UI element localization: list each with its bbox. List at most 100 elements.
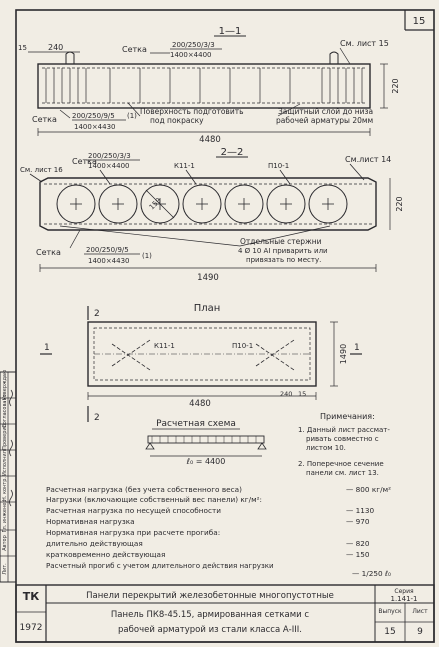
design-scheme: Расчетная схема ℓ₀ = 4400 — [145, 419, 267, 466]
loads-block: Расчетная нагрузка (без учета собственно… — [46, 485, 391, 578]
scheme-beam — [147, 435, 265, 444]
notes-title: Примечания: — [320, 412, 375, 421]
s2-sm-list-left: См. лист 16 — [20, 166, 63, 174]
section-1-label: 1—1 — [219, 26, 242, 37]
s2-setka-top-spec: 200/250/3/3 — [88, 152, 131, 160]
load-row-7-label: кратковременно действующая — [46, 550, 165, 559]
stamp-row-1: Утверждаю — [2, 370, 8, 400]
s2-voids — [56, 184, 348, 224]
s1-loop-left — [65, 51, 75, 64]
s1-dim-15: 15 — [18, 44, 27, 52]
section-2-2: 2—2 См. лист 16 Сетка 200/250/3/3 1400×4… — [20, 147, 404, 283]
s1-surface-note-1: Поверхность подготовить — [140, 107, 244, 116]
plan-mark-1-left: 1 — [44, 343, 50, 353]
load-row-4-label: Нормативная нагрузка — [46, 517, 135, 526]
load-row-5-label: Нормативная нагрузка при расчете прогиба… — [46, 528, 220, 537]
section-2-label: 2—2 — [221, 147, 244, 158]
plan-title: План — [194, 303, 221, 314]
tb-sheet-value: 9 — [417, 627, 423, 637]
note-2-line-1: 2. Поперечное сечение — [298, 460, 384, 468]
s2-rods-note-2: 4 Ø 10 АI приварить или — [238, 247, 328, 255]
s1-setka-bottom-size: 1400×4430 — [74, 123, 116, 131]
note-1-line-3: листом 10. — [306, 444, 346, 452]
stamp-row-4: Исполнил — [2, 450, 8, 476]
note-1-line-2: ривать совместно с — [306, 435, 379, 443]
s2-setka-bottom-spec: 200/250/9/5 — [86, 246, 129, 254]
s2-panel-outline — [39, 177, 377, 231]
s1-sm-list: См. лист 15 — [340, 39, 389, 48]
tb-issue-label: Выпуск — [378, 608, 402, 615]
s2-width: 1490 — [197, 273, 219, 283]
s2-rods-note-3: привязать по месту. — [246, 256, 321, 264]
tb-series-value: 1.141-1 — [390, 595, 417, 603]
s2-dim-159: 159 — [148, 196, 163, 211]
load-row-7-value: — 150 — [346, 550, 370, 559]
s2-setka-bottom-suffix: (1) — [142, 252, 152, 260]
s2-sm-list-right: См.лист 14 — [345, 155, 391, 164]
scheme-title: Расчетная схема — [156, 419, 236, 429]
s1-beam-outline — [37, 63, 371, 109]
load-row-3-label: Расчетная нагрузка по несущей способност… — [46, 506, 221, 515]
plan-mark-2-bottom: 2 — [94, 413, 100, 423]
s2-rods-note-1: Отдельные стержни — [240, 237, 322, 246]
plan-k-label: К11-1 — [154, 342, 175, 350]
plan-dim-4480: 4480 — [189, 399, 211, 409]
s2-k-label: К11-1 — [174, 162, 195, 170]
s1-length: 4480 — [199, 135, 221, 145]
scheme-span: ℓ₀ = 4400 — [186, 457, 226, 466]
section-1-1: 1—1 Сетка 200/250/3/3 1400×4400 См. лист… — [18, 26, 400, 145]
load-row-6-value: — 820 — [346, 539, 370, 548]
s2-setka-bottom-label: Сетка — [36, 248, 61, 257]
title-block-frame — [15, 584, 435, 643]
plan-mark-1-right: 1 — [354, 343, 360, 353]
plan-dim-15: 15 — [298, 390, 306, 398]
notes-block: Примечания: 1. Данный лист рассмат- рива… — [298, 412, 390, 477]
tb-sheet-label: Лист — [412, 608, 428, 615]
plan-mark-2: 2 — [94, 309, 100, 319]
s1-dim-220: 220 — [391, 78, 400, 93]
tb-series-label: Серия — [394, 588, 414, 595]
load-row-8-value: — 1/250 ℓ₀ — [352, 569, 391, 578]
s2-p-label: П10-1 — [268, 162, 289, 170]
load-row-6-label: длительно действующая — [46, 539, 143, 548]
plan-dim-240: 240 — [280, 390, 292, 398]
s1-setka-bottom-suffix: (1) — [127, 112, 137, 120]
tb-year: 1972 — [20, 623, 43, 633]
stamp-row-2: Согласовано — [2, 394, 8, 428]
tb-title-1: Панели перекрытий железобетонные многопу… — [86, 591, 334, 601]
tb-issue-value: 15 — [384, 627, 395, 637]
title-block: ТК 1972 Панели перекрытий железобетонные… — [15, 584, 435, 643]
s1-cover-note-1: Защитный слой до низа — [278, 107, 373, 116]
stamp-row-3: Проверил — [2, 424, 8, 450]
plan-outline — [87, 321, 317, 387]
page-number: 15 — [413, 16, 426, 27]
s1-surface-note-2: под покраску — [150, 116, 204, 125]
load-row-8-label: Расчетный прогиб с учетом длительного де… — [46, 561, 274, 570]
tb-tk: ТК — [23, 590, 40, 603]
plan-dim-1490: 1490 — [339, 344, 348, 364]
s1-setka-bottom-label: Сетка — [32, 115, 57, 124]
plan-p-label: П10-1 — [232, 342, 253, 350]
load-row-4-value: — 970 — [346, 517, 370, 526]
note-2-line-2: панели см. лист 13. — [306, 469, 379, 477]
tb-title-3: рабочей арматурой из стали класса А-III. — [118, 625, 302, 635]
plan-view: План 2 1 1 К11-1 П10-1 1490 4480 240 15 … — [40, 303, 362, 423]
s1-dim-240: 240 — [48, 43, 63, 52]
s2-setka-bottom-size: 1400×4430 — [88, 257, 130, 265]
s1-setka-bottom-spec: 200/250/9/5 — [72, 112, 115, 120]
s1-setka-top-size: 1400×4400 — [170, 51, 212, 59]
stamp-row-8: Лит. — [2, 563, 8, 575]
stamp-row-5: Н. контр. — [2, 477, 8, 501]
stamp-row-7: Автор — [2, 535, 8, 551]
s1-loop-right — [329, 51, 339, 64]
s2-setka-top-size: 1400×4400 — [88, 162, 130, 170]
s1-cover-note-2: рабочей арматуры 20мм — [276, 116, 373, 125]
stamp-row-6: Гл. инженер — [2, 499, 8, 532]
side-stamp: Утверждаю Согласовано Проверил Исполнил … — [0, 370, 17, 583]
load-row-1-label: Расчетная нагрузка (без учета собственно… — [46, 485, 242, 494]
load-row-2-label: Нагрузки (включающие собственный вес пан… — [46, 495, 262, 504]
s1-setka-top-label: Сетка — [122, 45, 147, 54]
s1-setka-top-spec: 200/250/3/3 — [172, 41, 215, 49]
